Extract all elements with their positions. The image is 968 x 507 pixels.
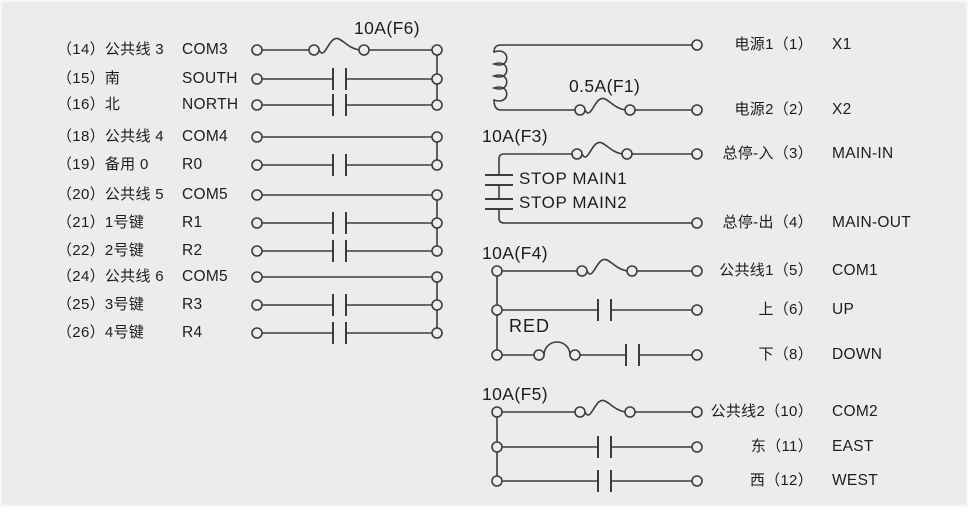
fuse-label-f5: 10A(F5) bbox=[482, 384, 549, 404]
code-label-com3: COM3 bbox=[182, 41, 228, 58]
terminal-label-west-cn: 西（12） bbox=[749, 472, 813, 489]
left-terminal-circles bbox=[251, 44, 443, 339]
pin-label-14: （14）公共线 3 bbox=[57, 41, 164, 58]
terminal-label-com1-en: COM1 bbox=[832, 262, 878, 279]
left-row-r0-contact bbox=[261, 154, 438, 176]
terminal-label-west-en: WEST bbox=[832, 472, 878, 489]
left-row-r4-contact bbox=[261, 322, 438, 344]
terminal-label-up-cn: 上（6） bbox=[758, 301, 813, 318]
pin-label-15: （15）南 bbox=[57, 70, 121, 87]
terminal-label-mainout-en: MAIN-OUT bbox=[832, 214, 912, 231]
stop-main2-label: STOP MAIN2 bbox=[519, 193, 628, 212]
code-label-north: NORTH bbox=[182, 96, 239, 113]
terminal-label-x1-en: X1 bbox=[832, 36, 852, 53]
eastwest-block-f5 bbox=[491, 399, 703, 492]
code-label-r4: R4 bbox=[182, 324, 203, 341]
red-jumper-label: RED bbox=[509, 316, 551, 336]
terminal-label-east-cn: 东（11） bbox=[750, 438, 813, 455]
terminal-label-com1-cn: 公共线1（5） bbox=[719, 262, 813, 279]
terminal-label-com2-en: COM2 bbox=[832, 403, 878, 420]
fuse-label-f1: 0.5A(F1) bbox=[569, 76, 641, 96]
pin-label-21: （21）1号键 bbox=[57, 214, 145, 231]
code-label-r0: R0 bbox=[182, 156, 203, 173]
pin-label-20: （20）公共线 5 bbox=[57, 186, 164, 203]
fuse-label-f3: 10A(F3) bbox=[482, 126, 549, 146]
terminal-label-x2-cn: 电源2（2） bbox=[734, 101, 813, 118]
main-stop-block-f3 bbox=[485, 141, 703, 229]
pin-label-22: （22）2号键 bbox=[57, 242, 145, 259]
power-block-coil bbox=[491, 39, 703, 116]
fuse-label-f4: 10A(F4) bbox=[482, 243, 549, 263]
left-row-north-contact bbox=[261, 94, 438, 116]
terminal-label-down-en: DOWN bbox=[832, 346, 883, 363]
pin-label-18: （18）公共线 4 bbox=[57, 128, 164, 145]
pin-label-24: （24）公共线 6 bbox=[57, 268, 164, 285]
red-jumper-arc bbox=[543, 341, 571, 356]
terminal-label-x2-en: X2 bbox=[832, 101, 852, 118]
code-label-com6: COM5 bbox=[182, 268, 228, 285]
stop-main1-label: STOP MAIN1 bbox=[519, 169, 628, 188]
fuse-label-f6: 10A(F6) bbox=[354, 18, 421, 38]
terminal-label-up-en: UP bbox=[832, 301, 855, 318]
left-row-south-contact bbox=[261, 68, 438, 90]
terminal-label-east-en: EAST bbox=[832, 438, 874, 455]
terminal-label-mainin-cn: 总停-入（3） bbox=[722, 145, 813, 162]
terminal-label-mainout-cn: 总停-出（4） bbox=[722, 214, 813, 231]
left-row-r3-contact bbox=[261, 294, 438, 316]
terminal-label-com2-cn: 公共线2（10） bbox=[710, 403, 813, 420]
terminal-label-x1-cn: 电源1（1） bbox=[734, 36, 813, 53]
left-row-r2-contact bbox=[261, 240, 438, 262]
pin-label-16: （16）北 bbox=[57, 96, 121, 113]
pin-label-25: （25）3号键 bbox=[57, 296, 145, 313]
updown-block-f4 bbox=[491, 258, 703, 366]
code-label-r2: R2 bbox=[182, 242, 203, 259]
code-label-com5: COM5 bbox=[182, 186, 228, 203]
terminal-label-mainin-en: MAIN-IN bbox=[832, 145, 894, 162]
code-label-south: SOUTH bbox=[182, 70, 238, 87]
code-label-r1: R1 bbox=[182, 214, 203, 231]
left-row-r1-contact bbox=[261, 212, 438, 234]
pin-label-19: （19）备用 0 bbox=[57, 156, 149, 173]
code-label-r3: R3 bbox=[182, 296, 203, 313]
terminal-label-down-cn: 下（8） bbox=[758, 346, 813, 363]
code-label-com4: COM4 bbox=[182, 128, 228, 145]
pin-label-26: （26）4号键 bbox=[57, 324, 145, 341]
left-row-com3-fuse-f6 bbox=[261, 37, 438, 56]
